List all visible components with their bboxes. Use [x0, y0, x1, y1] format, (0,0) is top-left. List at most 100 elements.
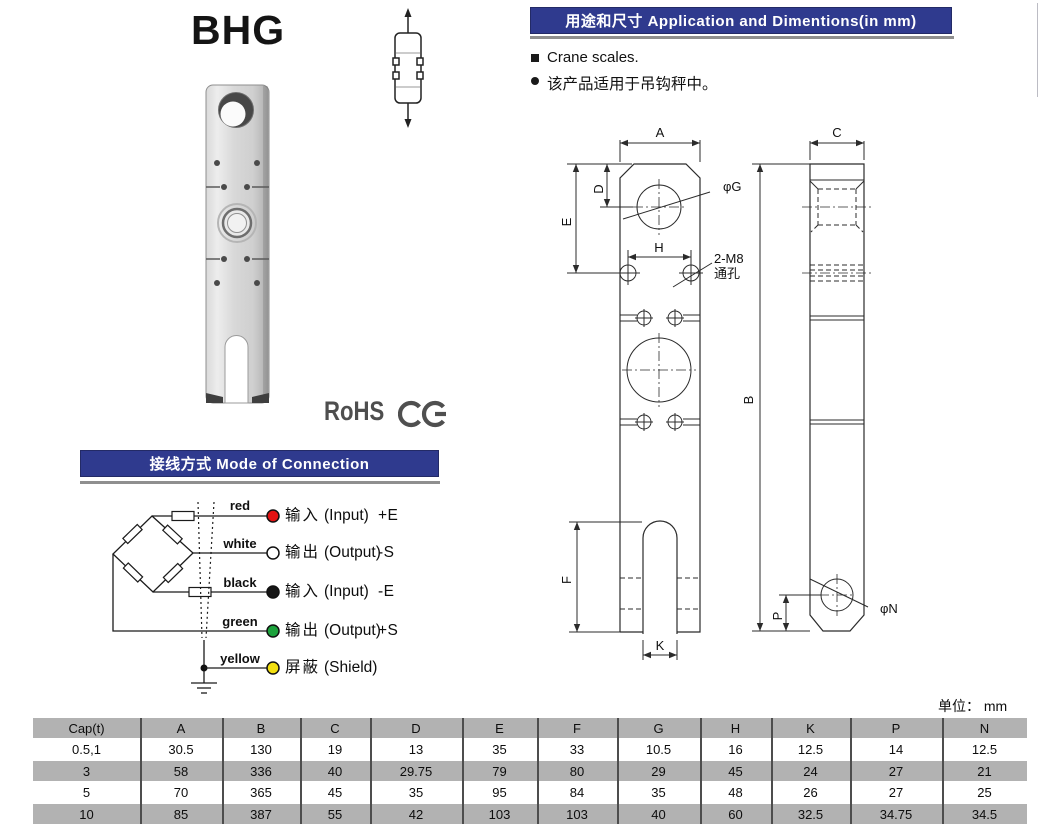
wire-label-yellow: yellow: [220, 651, 261, 666]
table-column-divider: [300, 718, 302, 824]
table-cell: 16: [728, 742, 743, 757]
table-column-divider: [537, 718, 539, 824]
dim-label-k: K: [656, 638, 665, 653]
table-cell: 27: [888, 763, 904, 779]
table-cell: 35: [492, 742, 507, 757]
through-hole-label: 通孔: [714, 266, 740, 281]
table-row: 5 70 365 45 35 95 84 35 48 26 27 25: [33, 782, 1027, 803]
table-cell: 10: [79, 806, 94, 822]
dim-label-d: D: [591, 184, 606, 193]
wiring-diagram: red white black green yellow 输入(Input)+E…: [90, 490, 500, 705]
table-cell: 14: [888, 742, 904, 757]
table-cell: K: [806, 720, 815, 736]
rohs-logo: RoHS: [324, 396, 385, 426]
terminal-dot-black: [266, 585, 280, 599]
table-cell: N: [979, 720, 990, 736]
wire-function-row: 输出(Output)+S: [285, 622, 399, 639]
load-cell-force-direction-icon: [392, 8, 424, 128]
wire-label-green: green: [222, 614, 257, 629]
table-cell: 32.5: [797, 806, 824, 822]
table-cell: 45: [728, 763, 743, 779]
table-column-divider: [140, 718, 142, 824]
table-cell: Cap(t): [68, 720, 105, 736]
table-cell: 30.5: [168, 742, 194, 757]
connection-section-header: 接线方式 Mode of Connection: [80, 450, 439, 477]
wire-function-row: 屏蔽(Shield): [285, 659, 378, 676]
table-row: 0.5,1 30.5 130 19 13 35 33 10.5 16 12.5 …: [33, 739, 1027, 760]
table-cell: 130: [250, 742, 272, 757]
table-cell: 10.5: [645, 742, 672, 757]
square-bullet-icon: [531, 54, 539, 62]
table-cell: 26: [803, 785, 818, 800]
bullet-text: 该产品适用于吊钩秤中。: [547, 76, 718, 93]
bullet-application-cn: 该产品适用于吊钩秤中。: [531, 72, 718, 94]
table-row: 3 58 336 40 29.75 79 80 29 45 24 27 21: [33, 761, 1027, 781]
thread-spec-label: 2-M8: [714, 251, 744, 266]
table-cell: 5: [82, 785, 91, 800]
dimension-labels: A C D E H B F K P φG φN 2-M8 通孔: [559, 125, 898, 653]
table-cell: 387: [250, 806, 272, 822]
wire-label-red: red: [230, 498, 250, 513]
wire-label-white: white: [222, 536, 256, 551]
table-column-divider: [462, 718, 464, 824]
table-cell: 85: [173, 806, 189, 822]
dim-label-e: E: [559, 217, 574, 226]
table-cell: 24: [803, 763, 818, 779]
table-cell: D: [411, 720, 421, 736]
table-cell: P: [891, 720, 901, 736]
table-cell: 35: [651, 785, 666, 800]
terminal-dot-yellow: [266, 661, 280, 675]
table-cell: 58: [173, 763, 189, 779]
dim-label-phi-n: φN: [880, 601, 898, 616]
table-cell: 40: [651, 806, 666, 822]
table-column-divider: [617, 718, 619, 824]
table-cell: 29: [651, 763, 666, 779]
table-cell: 48: [728, 785, 743, 800]
table-column-divider: [850, 718, 852, 824]
table-cell: B: [256, 720, 266, 736]
table-cell: 365: [250, 785, 272, 800]
units-note: 单位： mm: [938, 698, 1008, 714]
table-cell: 25: [977, 785, 992, 800]
bullet-crane-scales: Crane scales.: [531, 49, 639, 66]
table-cell: 42: [408, 806, 424, 822]
table-cell: 0.5,1: [72, 742, 101, 757]
table-cell: 34.5: [971, 806, 998, 822]
wire-function-row: 输出(Output)-S: [285, 544, 395, 561]
dim-label-p: P: [770, 612, 785, 621]
header-underline: [80, 481, 440, 484]
table-cell: 45: [327, 785, 343, 800]
table-cell: 55: [327, 806, 343, 822]
table-column-divider: [771, 718, 773, 824]
table-cell: 3: [82, 763, 91, 779]
table-column-divider: [370, 718, 372, 824]
table-cell: 70: [173, 785, 189, 800]
terminal-dot-white: [266, 546, 280, 560]
round-bullet-icon: [531, 77, 539, 85]
table-cell: 84: [569, 785, 585, 800]
dim-label-a: A: [656, 125, 665, 140]
table-cell: 12.5: [971, 742, 998, 757]
table-cell: F: [573, 720, 581, 736]
bullet-text: Crane scales.: [547, 49, 639, 66]
table-cell: 60: [728, 806, 743, 822]
dim-label-h: H: [654, 240, 663, 255]
table-cell: G: [653, 720, 664, 736]
table-cell: A: [176, 720, 186, 736]
product-photo: [205, 84, 270, 404]
ce-mark-logo: [398, 400, 446, 428]
wire-function-row: 输入(Input)-E: [285, 583, 395, 600]
connection-section-header-text: 接线方式 Mode of Connection: [149, 456, 370, 473]
table-column-divider: [700, 718, 702, 824]
application-section-header-text: 用途和尺寸 Application and Dimentions(in mm): [565, 13, 917, 30]
table-cell: 79: [492, 763, 507, 779]
wire-function-row: 输入(Input)+E: [285, 507, 399, 524]
dimension-drawing: A C D E H B F K P φG φN 2-M8 通孔: [559, 125, 898, 660]
table-cell: 80: [569, 763, 585, 779]
dim-label-c: C: [832, 125, 841, 140]
table-cell: 95: [492, 785, 507, 800]
dim-label-f: F: [559, 576, 574, 584]
wire-label-black: black: [223, 575, 257, 590]
table-cell: 34.75: [879, 806, 913, 822]
dimensions-table: Cap(t) A B C D E F G H K P N 0.5,1 30.5 …: [33, 718, 1027, 826]
